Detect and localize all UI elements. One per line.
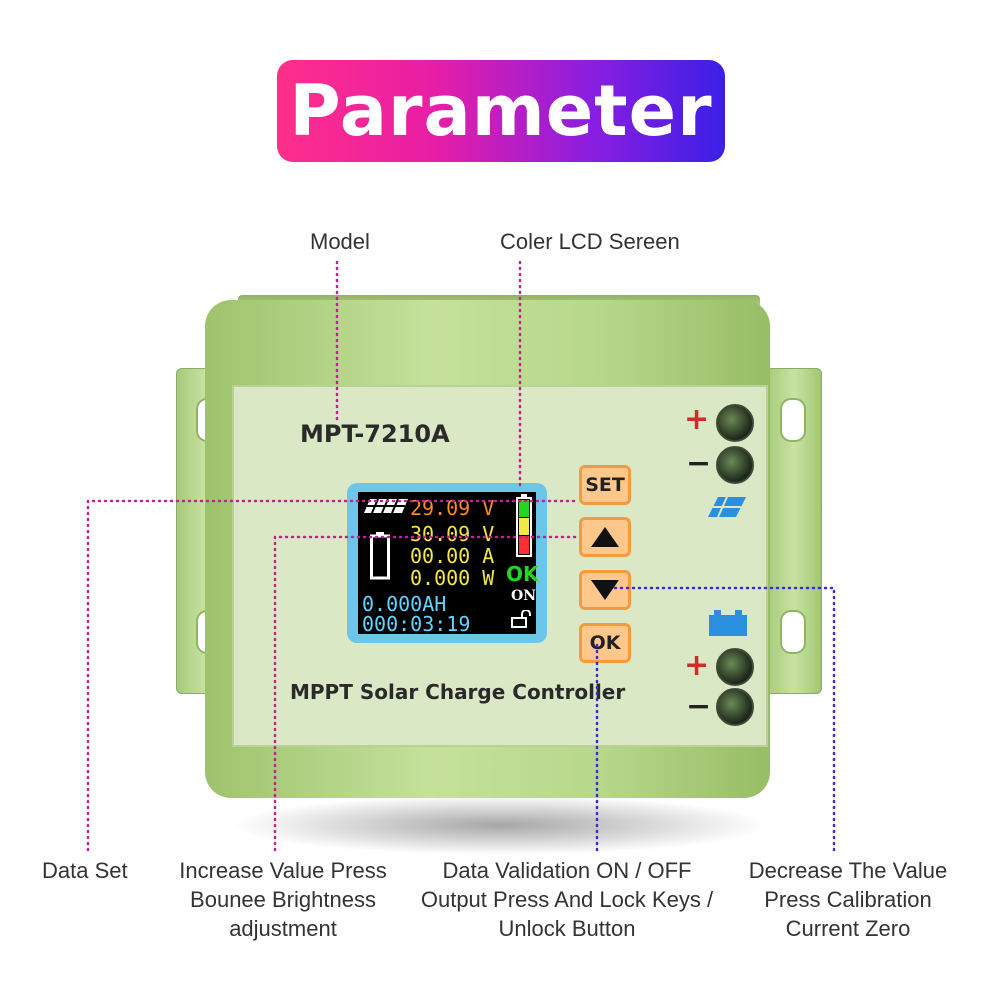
device-shadow: [230, 795, 770, 855]
battery-icon: [709, 610, 747, 636]
lcd-time: 000:03:19: [362, 612, 471, 636]
up-button[interactable]: [579, 517, 631, 557]
callout-line: Increase Value Press: [179, 858, 387, 883]
battery-plus-sign: +: [684, 648, 710, 683]
callout-lcd: Coler LCD Sereen: [500, 229, 680, 254]
mount-slot: [780, 398, 806, 442]
lcd-screen: 29.09 V 30.09 V 00.00 A 0.000 W 0.000AH …: [358, 492, 539, 636]
callout-validation: Data Validation ON / OFF Output Press An…: [408, 856, 726, 943]
solar-positive-terminal[interactable]: [716, 404, 754, 442]
parameter-banner: Parameter: [277, 60, 725, 162]
solar-negative-terminal[interactable]: [716, 446, 754, 484]
battery-positive-terminal[interactable]: [716, 648, 754, 686]
solar-plus-sign: +: [684, 402, 710, 437]
callout-line: Output Press And Lock Keys /: [420, 887, 714, 912]
triangle-down-icon: [591, 580, 619, 600]
callout-line: Press Calibration: [764, 887, 932, 912]
unlock-icon: [511, 610, 531, 628]
callout-data-set: Data Set: [42, 858, 128, 883]
callout-line: adjustment: [229, 916, 337, 941]
callout-line: Unlock Button: [498, 916, 636, 941]
battery-outline-icon: [370, 532, 390, 580]
lcd-status-on: ON: [511, 588, 536, 604]
charge-level-bar-icon: [516, 494, 532, 557]
banner-title: Parameter: [289, 70, 713, 152]
lcd-current: 00.00 A: [410, 544, 495, 568]
triangle-up-icon: [591, 527, 619, 547]
callout-model: Model: [310, 229, 370, 254]
callout-line: Bounee Brightness: [190, 887, 376, 912]
solar-minus-sign: −: [686, 446, 712, 481]
device-model-label: MPT-7210A: [300, 420, 450, 448]
lcd-battery-voltage: 30.09 V: [410, 522, 495, 546]
callout-line: Data Validation ON / OFF: [442, 858, 692, 883]
lcd-solar-voltage: 29.09 V: [410, 496, 495, 520]
solar-panel-icon: [364, 499, 408, 513]
lcd-status-ok: OK: [506, 562, 539, 586]
ok-button[interactable]: OK: [579, 623, 631, 663]
battery-minus-sign: −: [686, 689, 712, 724]
battery-negative-terminal[interactable]: [716, 688, 754, 726]
callout-decrease: Decrease The Value Press Calibration Cur…: [740, 856, 956, 943]
mount-slot: [780, 610, 806, 654]
callout-increase: Increase Value Press Bounee Brightness a…: [170, 856, 396, 943]
device-name-label: MPPT Solar Charge Controller: [290, 680, 626, 704]
solar-panel-icon: [708, 497, 746, 517]
callout-line: Current Zero: [785, 916, 911, 941]
lcd-power: 0.000 W: [410, 566, 495, 590]
down-button[interactable]: [579, 570, 631, 610]
set-button[interactable]: SET: [579, 465, 631, 505]
callout-line: Decrease The Value: [748, 858, 948, 883]
